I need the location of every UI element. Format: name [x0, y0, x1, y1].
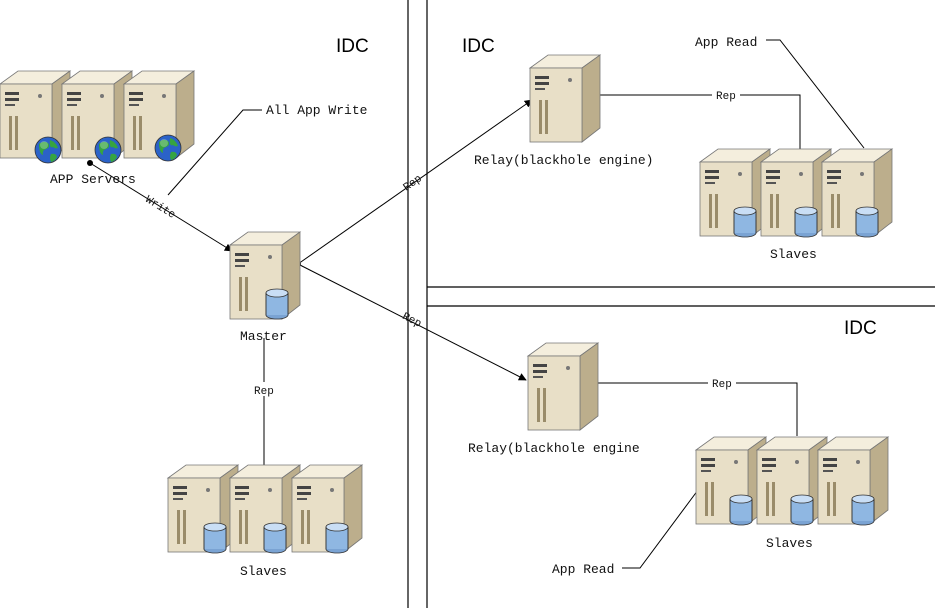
master-label: Master [240, 329, 287, 344]
rep-label-bg [250, 382, 278, 396]
globe-icon [154, 134, 182, 162]
all-app-write-callout [167, 109, 262, 196]
relay-bottom-label: Relay(blackhole engine [468, 441, 640, 456]
slaves-top-right-group [699, 148, 893, 238]
relay-bottom-to-slaves-line [596, 382, 798, 436]
slaves-top-right-label: Slaves [770, 247, 817, 262]
rep-bottom-label-bg [708, 376, 736, 389]
idc-label-left: IDC [336, 36, 369, 57]
slaves-bottom-right-label: Slaves [766, 536, 813, 551]
database-icon [851, 494, 875, 526]
master-server [229, 231, 301, 320]
write-arrow [89, 162, 233, 252]
all-app-write-label: All App Write [266, 103, 367, 118]
relay-top-label: Relay(blackhole engine) [474, 153, 653, 168]
app-read-top-callout [766, 39, 865, 149]
rep-relay-bottom-slaves-label: Rep [712, 379, 732, 391]
rep-to-relay-bottom-label: Rep [400, 311, 423, 331]
slaves-left-group [167, 464, 363, 554]
rep-arrow-to-relay-bottom [297, 263, 527, 381]
rep-top-label-bg [712, 88, 740, 101]
slaves-bottom-right-group [695, 436, 889, 526]
database-icon [855, 206, 879, 238]
app-read-bottom-label: App Read [552, 562, 614, 577]
relay-server-bottom-icon [527, 342, 599, 431]
server-database-icon [229, 231, 301, 320]
rep-to-relay-top-label: Rep [402, 173, 425, 194]
app-read-top-label: App Read [695, 35, 757, 50]
server-database-icon [167, 464, 239, 553]
app-servers-group [0, 70, 195, 164]
rep-master-slaves-label: Rep [254, 386, 274, 398]
database-icon [729, 494, 753, 526]
relay-top-to-slaves-line [600, 94, 801, 150]
idc-label-top-right: IDC [462, 36, 495, 57]
relay-server-top-icon [529, 54, 601, 143]
database-icon [203, 522, 227, 554]
idc-label-bottom-right: IDC [844, 318, 877, 339]
write-arrow-origin [87, 160, 93, 166]
database-icon [733, 206, 757, 238]
database-icon [263, 522, 287, 554]
rep-relay-top-slaves-label: Rep [716, 91, 736, 103]
app-servers-label: APP Servers [50, 172, 136, 187]
database-icon [790, 494, 814, 526]
rep-arrow-to-relay-top [297, 99, 533, 265]
write-label: Write [143, 194, 177, 222]
database-icon [325, 522, 349, 554]
globe-icon [34, 136, 62, 164]
slaves-left-label: Slaves [240, 564, 287, 579]
database-icon [794, 206, 818, 238]
globe-icon [94, 136, 122, 164]
app-read-bottom-callout [622, 489, 699, 569]
database-icon [265, 288, 289, 320]
